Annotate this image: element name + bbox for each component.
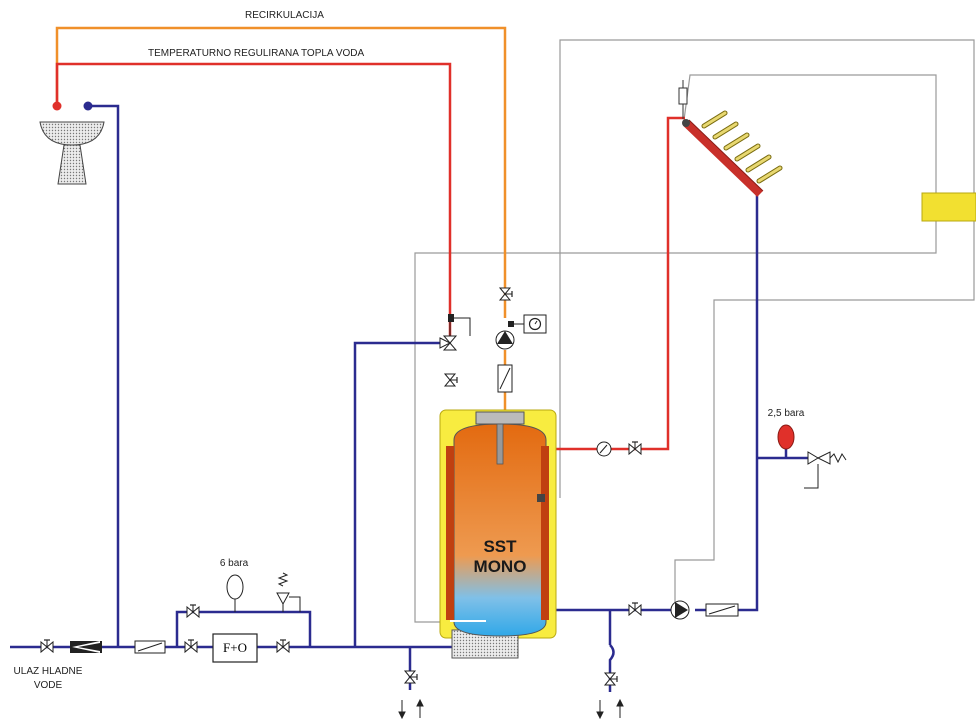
tank-label-line2: MONO xyxy=(474,557,527,576)
filter-inlet-valve-icon[interactable] xyxy=(184,639,198,653)
solar-flow-valve-icon[interactable] xyxy=(628,441,642,455)
pressure-gauge-icon xyxy=(596,441,612,457)
thermostatic-mixing-valve-icon[interactable] xyxy=(439,314,471,351)
solar-pump-icon[interactable] xyxy=(670,600,690,620)
recirc-valve-icon[interactable] xyxy=(499,287,513,301)
tank-label-line1: SST xyxy=(483,537,517,556)
valves xyxy=(40,287,642,686)
drain-arrows-left xyxy=(398,698,424,719)
safety-valve-cold-icon[interactable] xyxy=(276,572,301,612)
tank-vessel xyxy=(453,423,547,637)
safety-valve-solar-icon[interactable] xyxy=(804,451,847,489)
expansion-vessel-2-5bar-icon[interactable] xyxy=(777,424,795,450)
expansion-vessel-6bar-icon[interactable] xyxy=(226,574,244,612)
cold-inlet-label-line1: ULAZ HLADNE xyxy=(14,666,83,677)
tank-sensor-icon xyxy=(537,494,545,502)
cold-inlet-valve-icon[interactable] xyxy=(40,639,54,653)
collector-sensor-icon xyxy=(682,119,690,127)
air-vent-icon[interactable] xyxy=(678,87,688,105)
solar-collector-icon xyxy=(678,80,783,197)
recirc-pump-icon[interactable] xyxy=(495,330,515,350)
solar-flow-meter-icon xyxy=(705,603,739,617)
drain-arrows-right xyxy=(596,698,624,719)
hot-tap-icon[interactable] xyxy=(52,101,62,111)
storage-tank: SST MONO xyxy=(439,409,557,659)
magnesium-anode xyxy=(496,423,504,465)
hot-water-label: TEMPERATURNO REGULIRANA TOPLA VODA xyxy=(148,48,364,59)
filter-box-label: F+O xyxy=(223,640,247,655)
solar-controller-icon[interactable] xyxy=(921,192,976,222)
inlet-flow-meter-icon xyxy=(134,640,166,654)
recirc-flow-meter-icon xyxy=(497,364,513,393)
drain-valve-right-icon[interactable] xyxy=(604,672,618,686)
washbasin-icon xyxy=(39,101,105,185)
drain-valve-left-icon[interactable] xyxy=(404,670,418,684)
heat-exchanger-left xyxy=(446,446,454,620)
cold-inlet-label-line2: VODE xyxy=(34,680,63,691)
filter-box[interactable]: F+O xyxy=(212,633,258,663)
bypass-valve-icon[interactable] xyxy=(186,604,200,618)
recirculation-line xyxy=(55,26,507,412)
solar-return-valve-icon[interactable] xyxy=(628,602,642,616)
filter-outlet-valve-icon[interactable] xyxy=(276,639,290,653)
heat-exchanger-right xyxy=(541,446,549,620)
hot-outlet-valve-icon[interactable] xyxy=(444,373,458,387)
expansion-2-5bar-label: 2,5 bara xyxy=(768,408,805,419)
pressure-reducer-icon[interactable] xyxy=(70,641,102,653)
expansion-6bar-label: 6 bara xyxy=(220,558,249,569)
cold-tap-icon[interactable] xyxy=(83,101,93,111)
recirc-pump-timer-icon[interactable] xyxy=(508,314,547,334)
cold-water-line xyxy=(10,104,808,692)
recirculation-label: RECIRKULACIJA xyxy=(245,10,324,21)
tank-flange xyxy=(475,411,525,425)
hot-water-line xyxy=(55,62,685,451)
